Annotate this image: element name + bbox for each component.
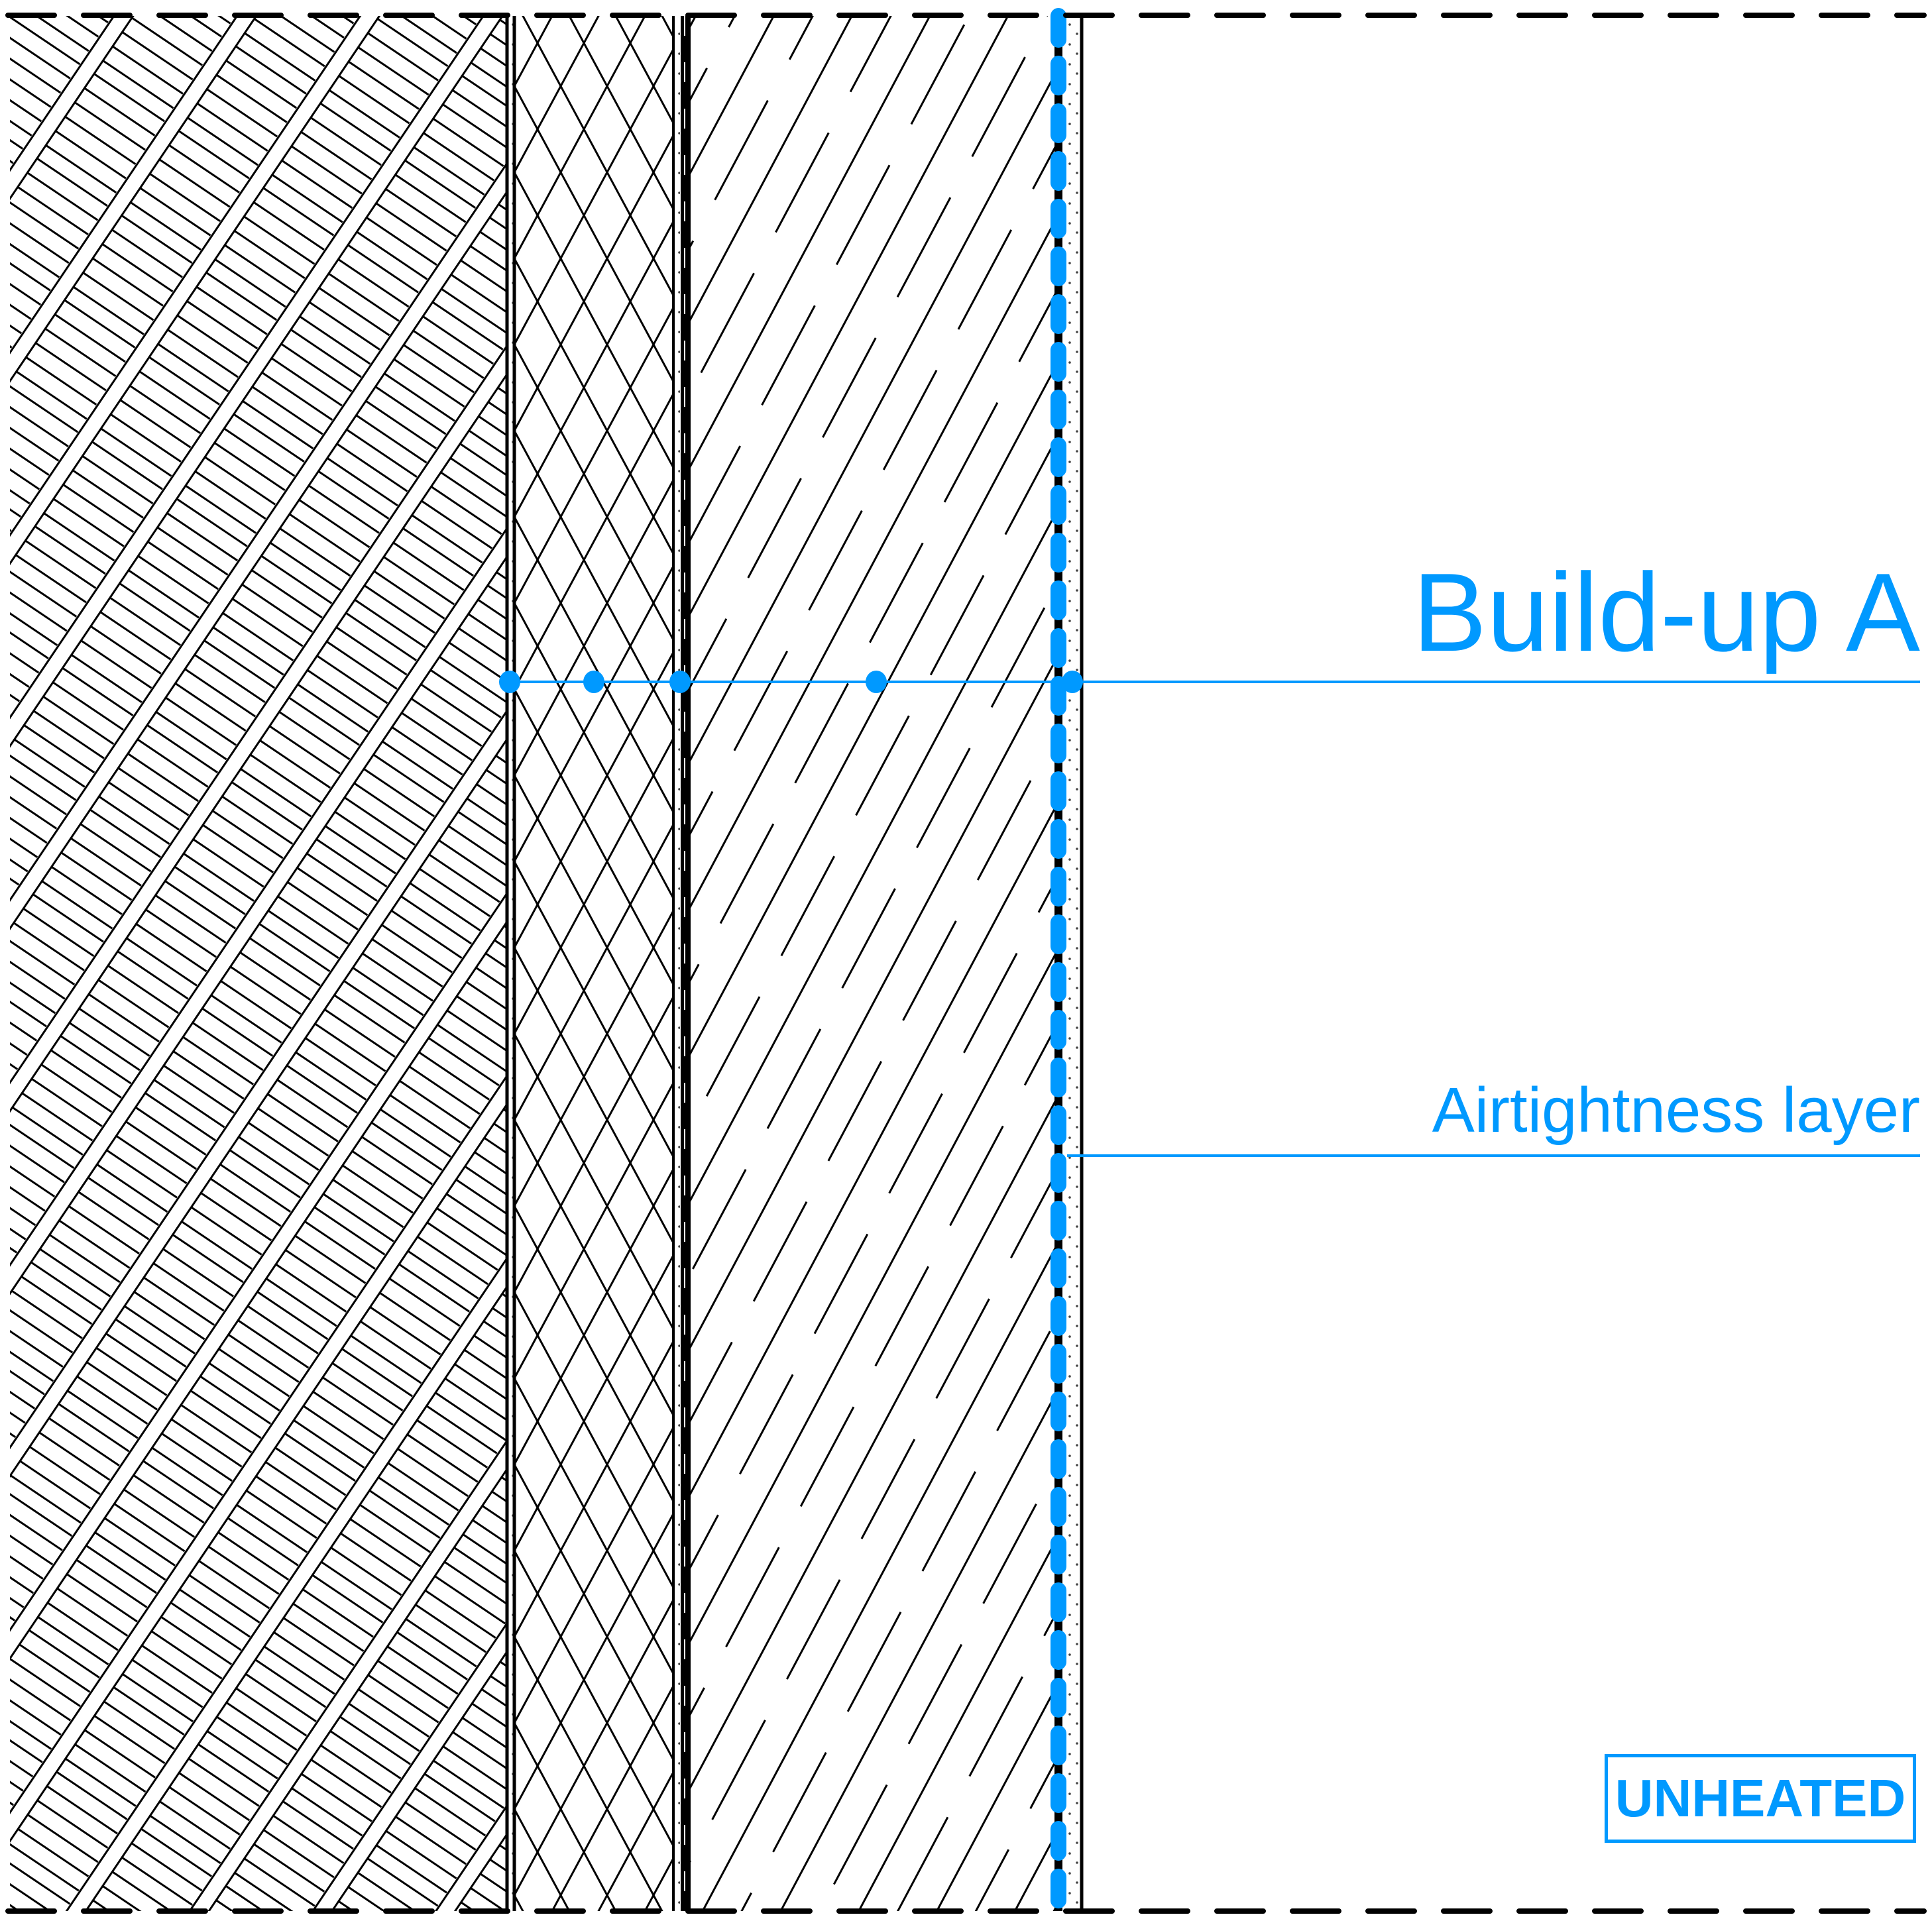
insulation-layer <box>689 16 1058 1911</box>
unheated-zone-label: UNHEATED <box>1615 1769 1906 1828</box>
airtightness-label: Airtightness layer <box>1432 1075 1920 1146</box>
layer-point <box>669 671 691 693</box>
membrane-layer <box>673 16 680 1911</box>
layer-point <box>499 671 520 693</box>
buildup-label: Build-up A <box>1412 550 1920 675</box>
plaster-layer-inner <box>507 16 514 1911</box>
crosshatch-layer <box>516 16 672 1911</box>
layer-point <box>583 671 604 693</box>
layer-point <box>866 671 887 693</box>
masonry-layer <box>10 16 507 1911</box>
unheated-zone-tag: UNHEATED <box>1605 1754 1916 1843</box>
layer-point <box>1062 671 1083 693</box>
